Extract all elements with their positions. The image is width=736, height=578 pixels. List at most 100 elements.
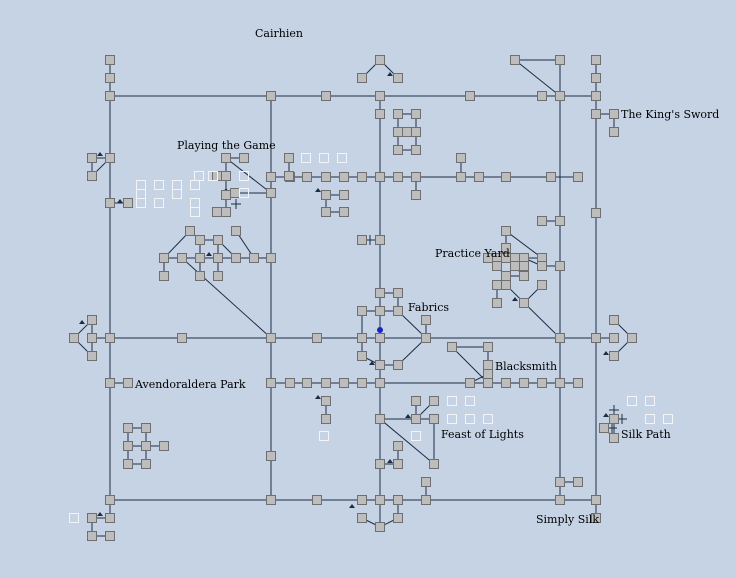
unexplored-room[interactable] xyxy=(194,171,204,181)
room-node[interactable] xyxy=(213,253,223,263)
room-node[interactable] xyxy=(231,253,241,263)
room-node[interactable] xyxy=(393,288,403,298)
room-node[interactable] xyxy=(266,451,276,461)
unexplored-room[interactable] xyxy=(190,207,200,217)
room-node[interactable] xyxy=(321,378,331,388)
unexplored-room[interactable] xyxy=(447,414,457,424)
room-node[interactable] xyxy=(465,91,475,101)
room-node[interactable] xyxy=(546,172,556,182)
room-node[interactable] xyxy=(591,208,601,218)
unexplored-room[interactable] xyxy=(154,198,164,208)
room-node[interactable] xyxy=(321,414,331,424)
room-node[interactable] xyxy=(221,190,231,200)
room-node[interactable] xyxy=(421,495,431,505)
room-node[interactable] xyxy=(609,414,619,424)
room-node[interactable] xyxy=(87,513,97,523)
room-node[interactable] xyxy=(123,441,133,451)
room-node[interactable] xyxy=(591,109,601,119)
room-node[interactable] xyxy=(555,333,565,343)
unexplored-room[interactable] xyxy=(301,153,311,163)
room-node[interactable] xyxy=(375,172,385,182)
room-node[interactable] xyxy=(555,91,565,101)
room-node[interactable] xyxy=(249,253,259,263)
room-node[interactable] xyxy=(87,531,97,541)
room-node[interactable] xyxy=(159,441,169,451)
room-node[interactable] xyxy=(375,333,385,343)
unexplored-room[interactable] xyxy=(190,198,200,208)
room-node[interactable] xyxy=(195,253,205,263)
room-node[interactable] xyxy=(609,127,619,137)
label-fabrics[interactable]: Fabrics xyxy=(408,301,450,314)
room-node[interactable] xyxy=(591,73,601,83)
room-node[interactable] xyxy=(312,333,322,343)
room-node[interactable] xyxy=(321,190,331,200)
room-node[interactable] xyxy=(221,207,231,217)
room-node[interactable] xyxy=(609,315,619,325)
room-node[interactable] xyxy=(105,378,115,388)
unexplored-room[interactable] xyxy=(190,180,200,190)
room-node[interactable] xyxy=(609,333,619,343)
room-node[interactable] xyxy=(185,226,195,236)
room-node[interactable] xyxy=(375,306,385,316)
room-node[interactable] xyxy=(421,315,431,325)
room-node[interactable] xyxy=(375,55,385,65)
room-node[interactable] xyxy=(609,433,619,443)
room-node[interactable] xyxy=(537,216,547,226)
room-node[interactable] xyxy=(393,360,403,370)
room-node[interactable] xyxy=(393,145,403,155)
room-node[interactable] xyxy=(393,495,403,505)
room-node[interactable] xyxy=(393,513,403,523)
label-simply-silk[interactable]: Simply Silk xyxy=(536,513,599,526)
room-node[interactable] xyxy=(266,253,276,263)
label-blacksmith[interactable]: Blacksmith xyxy=(495,360,558,373)
room-node[interactable] xyxy=(285,378,295,388)
room-node[interactable] xyxy=(105,333,115,343)
unexplored-room[interactable] xyxy=(447,396,457,406)
room-node[interactable] xyxy=(591,513,601,523)
room-node[interactable] xyxy=(321,396,331,406)
unexplored-room[interactable] xyxy=(154,180,164,190)
room-node[interactable] xyxy=(123,378,133,388)
room-node[interactable] xyxy=(357,235,367,245)
room-node[interactable] xyxy=(501,243,511,253)
room-node[interactable] xyxy=(321,172,331,182)
room-node[interactable] xyxy=(321,207,331,217)
room-node[interactable] xyxy=(141,423,151,433)
unexplored-room[interactable] xyxy=(319,153,329,163)
room-node[interactable] xyxy=(483,378,493,388)
room-node[interactable] xyxy=(465,378,475,388)
room-node[interactable] xyxy=(266,188,276,198)
room-node[interactable] xyxy=(266,333,276,343)
room-node[interactable] xyxy=(609,351,619,361)
room-node[interactable] xyxy=(411,145,421,155)
room-node[interactable] xyxy=(447,342,457,352)
room-node[interactable] xyxy=(492,280,502,290)
room-node[interactable] xyxy=(591,495,601,505)
unexplored-room[interactable] xyxy=(465,396,475,406)
room-node[interactable] xyxy=(87,315,97,325)
room-node[interactable] xyxy=(555,477,565,487)
room-node[interactable] xyxy=(375,109,385,119)
room-node[interactable] xyxy=(123,198,133,208)
room-node[interactable] xyxy=(375,522,385,532)
room-node[interactable] xyxy=(519,261,529,271)
room-node[interactable] xyxy=(537,91,547,101)
room-node[interactable] xyxy=(357,495,367,505)
room-node[interactable] xyxy=(177,253,187,263)
room-node[interactable] xyxy=(195,235,205,245)
room-node[interactable] xyxy=(555,216,565,226)
unexplored-room[interactable] xyxy=(663,414,673,424)
room-node[interactable] xyxy=(519,271,529,281)
room-node[interactable] xyxy=(483,253,493,263)
room-node[interactable] xyxy=(213,271,223,281)
room-node[interactable] xyxy=(221,171,231,181)
room-node[interactable] xyxy=(375,360,385,370)
room-node[interactable] xyxy=(375,495,385,505)
room-node[interactable] xyxy=(402,127,412,137)
room-node[interactable] xyxy=(411,190,421,200)
room-node[interactable] xyxy=(393,127,403,137)
label-playing-the-game[interactable]: Playing the Game xyxy=(177,139,276,152)
room-node[interactable] xyxy=(573,477,583,487)
room-node[interactable] xyxy=(266,91,276,101)
room-node[interactable] xyxy=(221,153,231,163)
